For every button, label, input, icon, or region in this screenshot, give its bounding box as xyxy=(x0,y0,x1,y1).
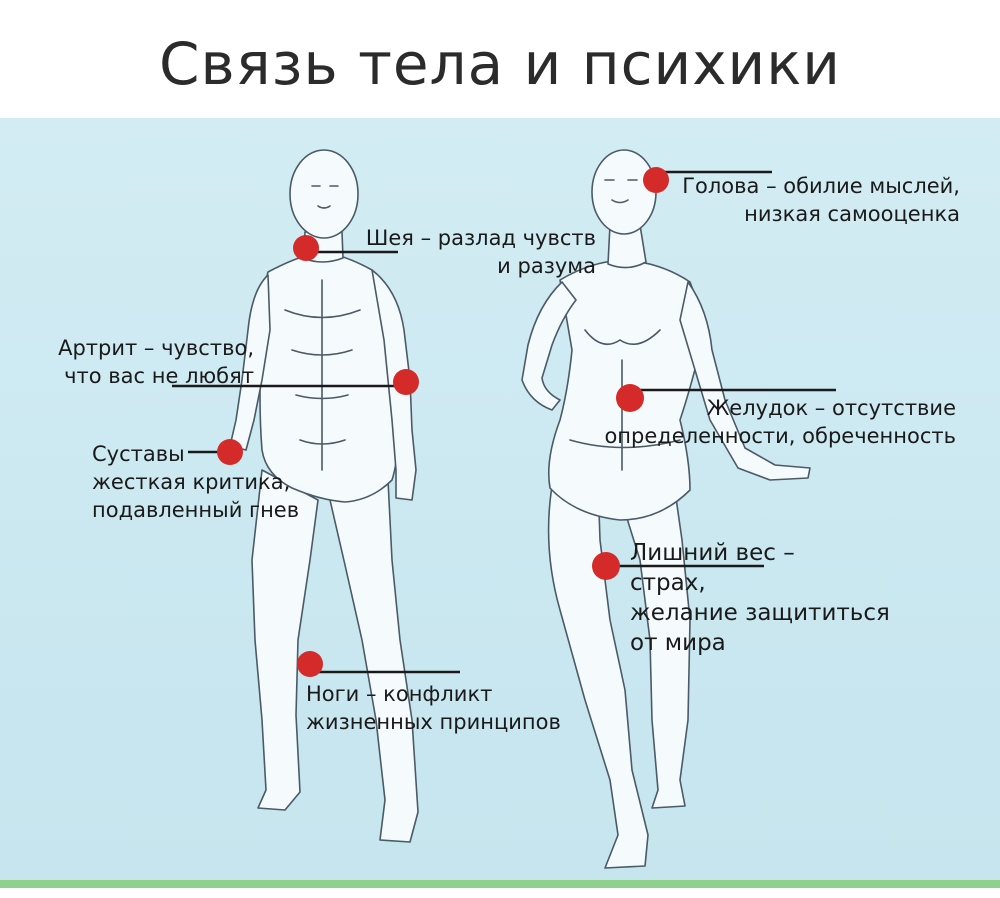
weight-label-line-2: страх, xyxy=(630,570,706,596)
stomach-label-line-1: Желудок – отсутствие xyxy=(706,396,956,420)
stomach-marker xyxy=(616,384,644,412)
bottom-accent-line xyxy=(0,880,1000,888)
arthritis-label: Артрит – чувство, что вас не любят xyxy=(40,334,254,390)
joints-label: Суставы жесткая критика, подавленный гне… xyxy=(92,440,299,524)
elbow-marker xyxy=(393,369,419,395)
head-label-line-1: Голова – обилие мыслей, xyxy=(682,174,960,198)
thigh-marker xyxy=(592,552,620,580)
stomach-label-line-2: определенности, обреченность xyxy=(604,424,956,448)
legs-label-line-2: жизненных принципов xyxy=(306,710,561,734)
neck-label: Шея – разлад чувств и разума xyxy=(360,224,596,280)
markers xyxy=(217,167,669,677)
knee-marker xyxy=(297,651,323,677)
head-marker xyxy=(643,167,669,193)
stomach-label: Желудок – отсутствие определенности, обр… xyxy=(604,394,956,450)
joints-label-line-3: подавленный гнев xyxy=(92,498,300,522)
arthritis-label-line-1: Артрит – чувство, xyxy=(58,336,254,360)
legs-label: Ноги – конфликт жизненных принципов xyxy=(306,680,561,736)
neck-label-line-1: Шея – разлад чувств xyxy=(365,226,596,250)
illustration-panel xyxy=(0,118,1000,880)
weight-label-line-3: желание защититься xyxy=(630,600,890,626)
weight-label: Лишний вес – страх, желание защититься о… xyxy=(630,538,890,658)
page-title: Связь тела и психики xyxy=(159,30,841,98)
joints-label-line-2: жесткая критика, xyxy=(92,470,291,494)
weight-label-line-1: Лишний вес – xyxy=(630,540,795,566)
connector-lines xyxy=(172,170,836,674)
head-label-line-2: низкая самооценка xyxy=(744,202,960,226)
joints-label-line-1: Суставы xyxy=(92,442,185,466)
legs-label-line-1: Ноги – конфликт xyxy=(306,682,493,706)
neck-label-line-2: и разума xyxy=(497,254,596,278)
neck-marker xyxy=(293,235,319,261)
head-label: Голова – обилие мыслей, низкая самооценк… xyxy=(680,172,960,228)
weight-label-line-4: от мира xyxy=(630,630,726,656)
female-figure xyxy=(521,149,811,869)
arthritis-label-line-2: что вас не любят xyxy=(64,364,254,388)
joints-marker xyxy=(217,439,243,465)
